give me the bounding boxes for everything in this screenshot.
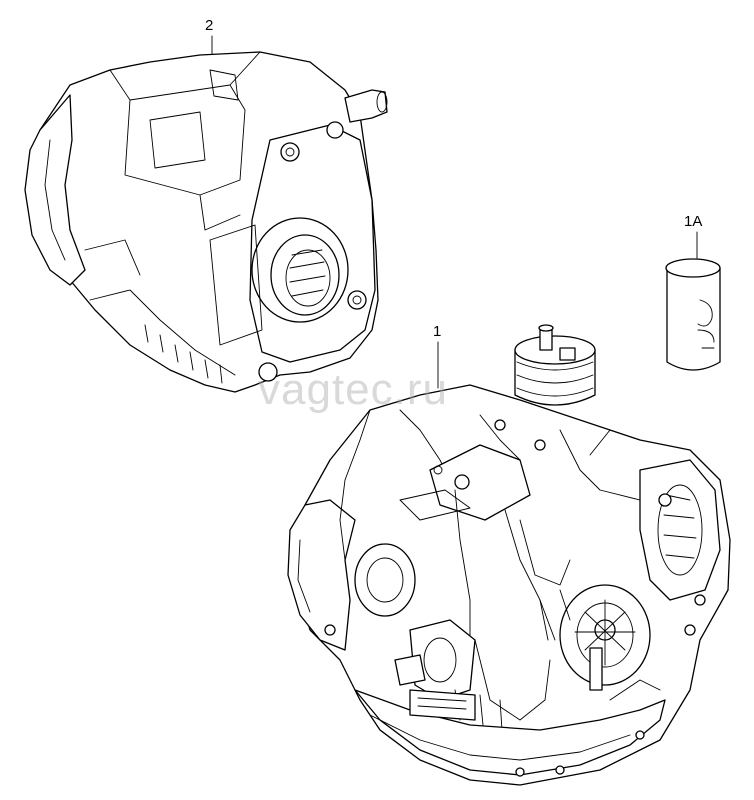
bell-housing xyxy=(287,499,356,651)
bolt-hole xyxy=(347,290,367,310)
flange-ring xyxy=(354,543,416,617)
oil-bottle-body xyxy=(666,267,721,371)
part-1-gearbox xyxy=(287,324,731,786)
selector-lever xyxy=(429,444,531,521)
bolt-hole xyxy=(280,142,300,162)
oil-logo xyxy=(697,299,713,327)
part-2-angle-drive xyxy=(24,35,388,393)
gearbox-housing xyxy=(294,384,731,786)
bolt-hole xyxy=(326,121,344,139)
part-1a-oil-bottle xyxy=(665,231,721,371)
output-tube-inner xyxy=(270,234,340,316)
callout-1a: 1A xyxy=(684,213,703,230)
id-plate xyxy=(409,689,476,721)
oil-pan xyxy=(354,689,666,776)
input-shaft-stub xyxy=(344,89,388,123)
drive-flange xyxy=(409,619,476,701)
callout-1: 1 xyxy=(433,323,442,340)
bolt-hole xyxy=(258,362,278,382)
oil-bottle-cap xyxy=(665,258,721,278)
angle-drive-end-cap xyxy=(24,94,86,286)
accumulator xyxy=(514,349,596,406)
callout-2: 2 xyxy=(205,17,214,34)
watermark: vagtec.ru xyxy=(258,365,448,414)
end-cover xyxy=(639,459,721,601)
